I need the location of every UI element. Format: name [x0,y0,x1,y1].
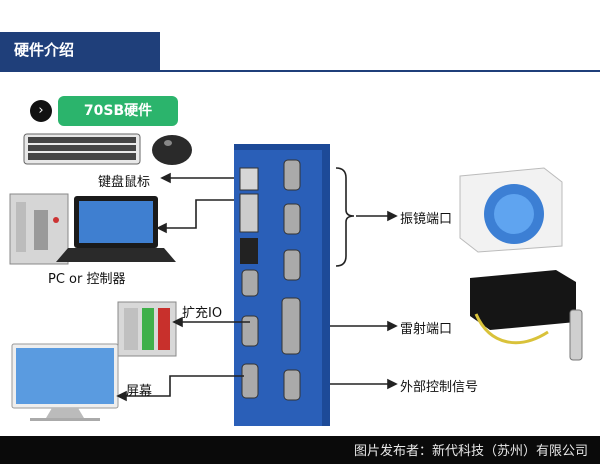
chevron-right-icon: › [30,100,52,122]
label-galvo-port: 振镜端口 [400,212,453,227]
label-laser-port: 雷射端口 [400,322,453,337]
header-underline [160,70,600,72]
footer-caption: 图片发布者：新代科技（苏州）有限公司 [353,444,588,459]
label-keyboard-mouse: 键盘鼠标 [98,175,151,190]
laptop-icon [56,196,176,262]
laser-source-icon [470,270,583,361]
badge-label: 70SB硬件 [58,96,178,126]
keyboard-icon [23,133,141,165]
galvo-scanner-icon [459,167,563,253]
label-expansion-io: 扩充IO [182,306,223,321]
label-pc-controller: PC or 控制器 [48,272,126,287]
io-module-icon [117,301,177,357]
label-external-control: 外部控制信号 [400,380,479,395]
monitor-icon [11,343,119,421]
section-badge: › 70SB硬件 [30,96,178,126]
mouse-icon [152,135,192,165]
pc-tower-icon [9,193,69,265]
footer-bar [0,436,600,464]
label-screen: 屏幕 [126,384,153,399]
page-title: 硬件介绍 [14,41,75,59]
header-banner [0,32,160,72]
controller-board [234,144,330,426]
